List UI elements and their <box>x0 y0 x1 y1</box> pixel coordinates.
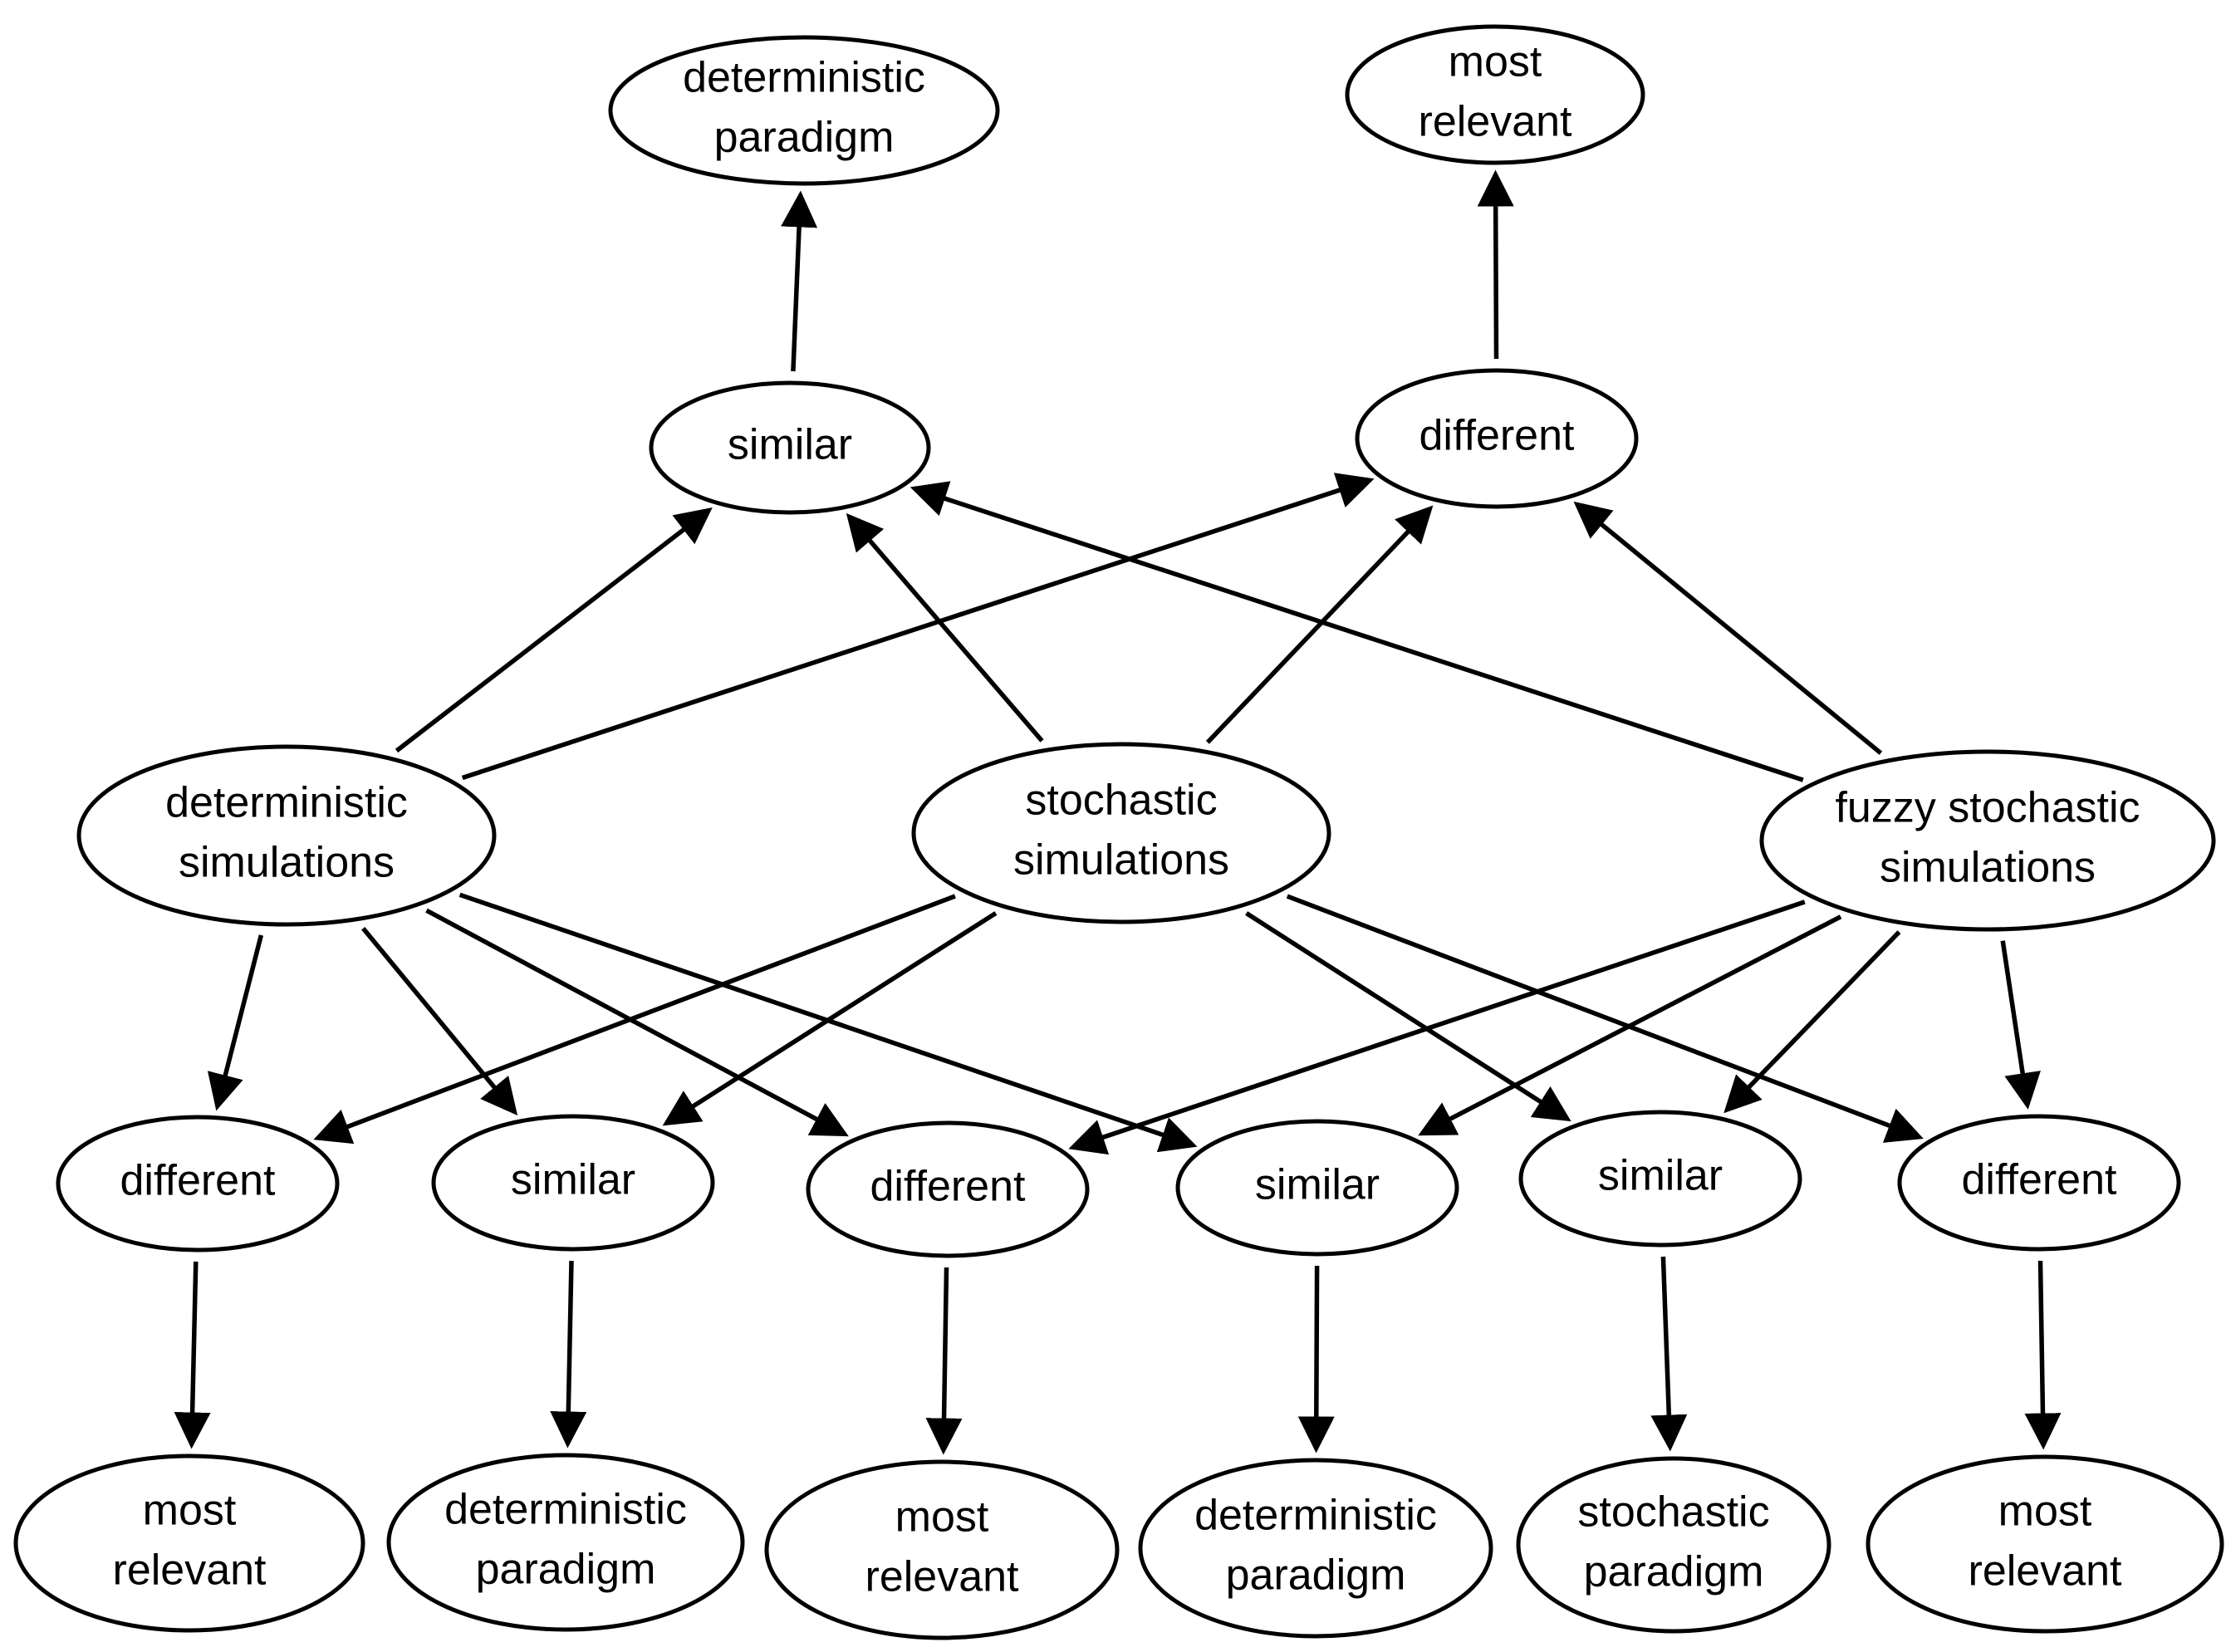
node-cmp-4: similar <box>1175 1119 1459 1257</box>
node-label: relevant <box>865 1553 1020 1601</box>
arrow-fuzzy-stochastic-simulations-to-cmp-6 <box>2000 940 2041 1110</box>
node-label: similar <box>728 421 852 469</box>
node-label: paradigm <box>476 1546 656 1594</box>
arrow-cmp-4-to-res-4 <box>1297 1265 1335 1453</box>
arrow-deterministic-simulations-to-cmp-1 <box>207 934 264 1111</box>
node-label: paradigm <box>1226 1552 1406 1600</box>
node-label: paradigm <box>714 114 895 162</box>
arrow-stochastic-simulations-to-cmp-2 <box>662 911 998 1126</box>
arrow-cmp-5-to-res-5 <box>1650 1256 1688 1452</box>
node-shape <box>911 742 1331 924</box>
node-shape <box>764 1459 1120 1640</box>
node-shape <box>649 380 931 515</box>
arrow-deterministic-simulations-to-top-similar <box>395 507 713 753</box>
node-label: similar <box>1598 1152 1723 1200</box>
node-label: fuzzy stochastic <box>1835 784 2140 832</box>
arrow-cmp-2-to-res-2 <box>550 1260 587 1449</box>
node-res-1: most relevant <box>13 1453 365 1633</box>
node-shape <box>1866 1454 2224 1634</box>
arrow-stochastic-simulations-to-top-different <box>1205 505 1434 744</box>
node-top-similar: similar <box>649 380 931 515</box>
node-top-different: different <box>1355 368 1639 509</box>
node-res-3: most relevant <box>764 1459 1120 1640</box>
node-stochastic-simulations: stochastic simulations <box>911 742 1331 924</box>
node-label: stochastic <box>1025 777 1217 825</box>
node-label: deterministic <box>683 54 925 102</box>
node-cmp-6: different <box>1897 1114 2181 1252</box>
node-shape <box>1345 24 1645 165</box>
arrow-top-similar-to-top-similar-result <box>781 190 818 372</box>
node-cmp-3: different <box>806 1120 1090 1258</box>
node-shape <box>13 1453 365 1633</box>
node-shape <box>1138 1458 1493 1639</box>
node-shape <box>608 35 1000 186</box>
edge-layer <box>174 169 2062 1455</box>
node-shape <box>56 1115 340 1252</box>
node-shape <box>1759 749 2216 932</box>
node-label: paradigm <box>1584 1548 1764 1596</box>
node-res-2: deterministic paradigm <box>386 1453 745 1632</box>
node-layer: deterministic paradigm most relevant similar… <box>13 24 2224 1640</box>
node-top-similar-result: deterministic paradigm <box>608 35 1000 186</box>
node-shape <box>1175 1119 1459 1257</box>
node-label: similar <box>1255 1161 1380 1209</box>
node-shape <box>1355 368 1639 509</box>
node-shape <box>76 744 497 927</box>
node-shape <box>386 1453 745 1632</box>
node-label: relevant <box>113 1547 267 1595</box>
node-res-4: deterministic paradigm <box>1138 1458 1493 1639</box>
node-label: deterministic <box>165 779 408 827</box>
arrow-fuzzy-stochastic-simulations-to-cmp-3 <box>1068 900 1806 1155</box>
arrow-fuzzy-stochastic-simulations-to-cmp-4 <box>1418 914 1842 1136</box>
arrow-cmp-1-to-res-1 <box>174 1261 211 1449</box>
node-shape <box>1897 1114 2181 1252</box>
node-label: deterministic <box>1194 1492 1437 1540</box>
node-label: different <box>870 1163 1027 1211</box>
arrow-top-different-to-top-different-result <box>1477 169 1514 360</box>
arrow-cmp-3-to-res-3 <box>925 1267 963 1455</box>
node-label: most <box>1998 1488 2092 1536</box>
node-shape <box>1516 1456 1831 1634</box>
node-cmp-1: different <box>56 1115 340 1252</box>
node-cmp-2: similar <box>431 1114 715 1252</box>
node-label: most <box>895 1493 989 1542</box>
node-label: different <box>1419 412 1576 460</box>
arrow-fuzzy-stochastic-simulations-to-cmp-5 <box>1723 930 1901 1114</box>
arrow-stochastic-simulations-to-cmp-1 <box>313 894 956 1145</box>
node-label: most <box>1449 38 1542 86</box>
node-res-5: stochastic paradigm <box>1516 1456 1831 1634</box>
node-label: stochastic <box>1577 1488 1769 1537</box>
arrow-deterministic-simulations-to-cmp-2 <box>361 926 518 1115</box>
node-label: different <box>1962 1156 2118 1204</box>
node-label: relevant <box>1969 1547 2123 1596</box>
node-shape <box>1518 1110 1802 1248</box>
node-label: deterministic <box>444 1486 687 1534</box>
node-deterministic-simulations: deterministic simulations <box>76 744 497 927</box>
node-shape <box>431 1114 715 1252</box>
arrow-stochastic-simulations-to-top-similar <box>846 512 1044 743</box>
arrow-cmp-6-to-res-6 <box>2024 1260 2062 1450</box>
node-label: different <box>120 1157 277 1205</box>
node-label: most <box>143 1487 237 1535</box>
arrow-fuzzy-stochastic-simulations-to-top-different <box>1573 501 1883 755</box>
node-top-different-result: most relevant <box>1345 24 1645 165</box>
arrow-deterministic-simulations-to-cmp-3 <box>425 908 849 1137</box>
node-label: simulations <box>179 839 395 887</box>
node-label: similar <box>511 1156 635 1204</box>
node-fuzzy-stochastic-simulations: fuzzy stochastic simulations <box>1759 749 2216 932</box>
node-res-6: most relevant <box>1866 1454 2224 1634</box>
arrow-deterministic-simulations-to-top-different <box>461 473 1375 781</box>
node-label: simulations <box>1013 836 1229 885</box>
arrow-stochastic-simulations-to-cmp-6 <box>1286 894 1924 1143</box>
node-shape <box>806 1120 1090 1258</box>
node-cmp-5: similar <box>1518 1110 1802 1248</box>
arrow-fuzzy-stochastic-simulations-to-top-similar <box>910 481 1804 782</box>
node-label: relevant <box>1419 98 1573 146</box>
node-label: simulations <box>1880 844 2096 892</box>
